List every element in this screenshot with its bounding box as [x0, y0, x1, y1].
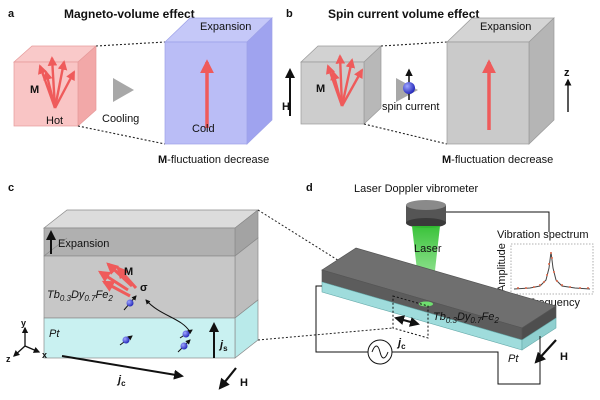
vibrometer-head-icon	[406, 200, 446, 228]
axis-z-label: z	[6, 354, 11, 364]
coordinate-axes	[13, 326, 41, 357]
panel-c-letter: c	[8, 182, 14, 194]
panel-b-caption-rest: -fluctuation decrease	[451, 154, 553, 166]
spin-current-label: spin current	[382, 101, 439, 113]
circuit-wires	[315, 285, 541, 385]
panel-b-title: Spin current volume effect	[328, 7, 479, 21]
panel-b-expansion-label: Expansion	[480, 21, 531, 33]
cold-cube	[164, 17, 273, 145]
laser-label: Laser	[414, 243, 442, 255]
panel-b-magnetization-label: M	[316, 83, 325, 95]
panel-a-caption: M-fluctuation decrease	[158, 154, 269, 166]
spin-path-curve	[145, 299, 191, 333]
panel-b-z-label: z	[564, 67, 570, 79]
panel-c-js-label: js	[218, 339, 228, 353]
panel-c-magnetization-label: M	[124, 266, 133, 278]
vibrometer-label: Laser Doppler vibrometer	[354, 183, 478, 195]
spectrum-connector	[446, 211, 550, 232]
panel-b: b Spin current volume effect H M spin cu…	[282, 7, 572, 166]
hot-spin-arrows	[38, 56, 76, 109]
panel-c: c Expansion Tb0.3Dy0.7Fe2 Pt	[6, 182, 396, 390]
cooling-label: Cooling	[102, 113, 139, 125]
panel-c-pt-label: Pt	[49, 328, 60, 340]
panel-c-film-formula: Tb0.3Dy0.7Fe2	[47, 289, 113, 303]
panel-c-expansion-label: Expansion	[58, 238, 109, 250]
hot-magnetization-label: M	[30, 84, 39, 96]
panel-a-expansion-label: Expansion	[200, 21, 251, 33]
axis-y-label: y	[21, 318, 26, 328]
cold-label: Cold	[192, 123, 215, 135]
spectrum-data-points	[517, 252, 589, 289]
film-layer	[43, 237, 259, 319]
ac-source-icon	[367, 339, 393, 365]
panel-c-field-arrow	[218, 367, 237, 390]
panel-d-field-arrow	[534, 339, 557, 364]
cooling-arrow-icon	[113, 78, 134, 102]
pt-layer	[43, 299, 259, 359]
panel-c-d-connectors	[257, 209, 396, 341]
panel-c-spin-label: σ	[140, 282, 148, 294]
panel-a: a Magneto-volume effect M Hot Cooling	[8, 7, 273, 166]
panel-a-caption-bold: M	[158, 154, 167, 166]
panel-b-caption: M-fluctuation decrease	[442, 154, 553, 166]
spectrum-title: Vibration spectrum	[497, 229, 589, 241]
laser-spot	[419, 301, 433, 307]
zoom-region-box	[392, 295, 429, 339]
panel-c-jc-label: jc	[116, 374, 126, 388]
large-grey-cube	[446, 17, 555, 145]
panel-b-caption-bold: M	[442, 154, 451, 166]
panel-d-letter: d	[306, 182, 313, 194]
panel-a-caption-rest: -fluctuation decrease	[167, 154, 269, 166]
spectrum-plot-frame	[510, 243, 594, 295]
panel-a-connectors	[77, 41, 166, 145]
panel-c-field-label: H	[240, 377, 248, 389]
panel-b-field-label: H	[282, 101, 290, 113]
hot-label: Hot	[46, 115, 63, 127]
spin-electron-icon	[403, 82, 415, 94]
panel-b-letter: b	[286, 8, 293, 20]
panel-d-current-arrow	[394, 315, 420, 327]
c-magnetization-arrows	[97, 262, 138, 298]
panel-b-connectors	[363, 41, 448, 145]
panel-d-film-formula: Tb0.3Dy0.7Fe2	[433, 311, 499, 325]
panel-a-title: Magneto-volume effect	[64, 7, 195, 21]
panel-d-pt-label: Pt	[508, 353, 519, 365]
panel-d-field-label: H	[560, 351, 568, 363]
b-spin-arrows	[326, 54, 364, 107]
panel-c-charge-current-arrow	[61, 355, 184, 380]
panel-d-jc-label: jc	[396, 337, 406, 351]
spin-electrons	[119, 295, 193, 353]
hot-cube	[13, 45, 97, 127]
panel-a-letter: a	[8, 8, 15, 20]
axis-x-label: x	[42, 350, 47, 360]
spectrum-ylabel: Amplitude	[496, 243, 508, 292]
panel-d: d Laser Doppler vibrometer Laser Vibrati…	[306, 182, 594, 385]
